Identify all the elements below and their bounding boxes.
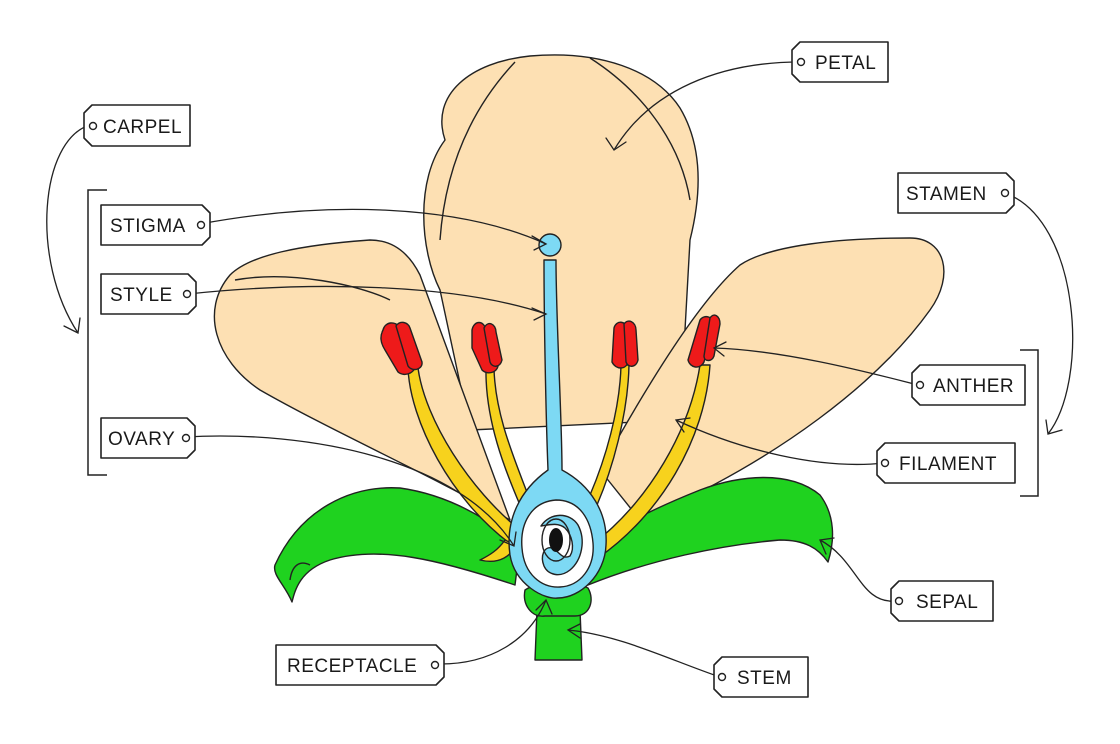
carpel-bracket: [87, 189, 107, 476]
stamen-bracket: [1020, 349, 1039, 497]
sepal-right: [587, 476, 834, 586]
ovule: [549, 528, 563, 552]
label-receptacle: RECEPTACLE: [275, 644, 445, 686]
label-receptacle-text: RECEPTACLE: [287, 656, 417, 677]
stigma-tip: [538, 233, 562, 257]
label-stigma-text: STIGMA: [110, 216, 186, 237]
sepal-left: [273, 487, 521, 603]
label-stem: STEM: [713, 656, 809, 698]
label-stigma: STIGMA: [100, 204, 211, 246]
label-style-text: STYLE: [110, 285, 173, 306]
label-carpel: CARPEL: [83, 104, 191, 147]
label-style: STYLE: [100, 273, 197, 315]
sepals: [273, 476, 834, 603]
label-ovary: OVARY: [100, 417, 196, 459]
anthers: [380, 314, 721, 376]
label-filament: FILAMENT: [876, 442, 1016, 484]
label-anther: ANTHER: [911, 364, 1026, 406]
brackets: [87, 189, 1039, 497]
label-ovary-text: OVARY: [108, 429, 175, 450]
label-stamen: STAMEN: [897, 172, 1015, 214]
label-sepal-text: SEPAL: [916, 592, 978, 613]
label-stem-text: STEM: [737, 668, 792, 689]
label-anther-text: ANTHER: [933, 376, 1014, 397]
leader-lines: [46, 61, 1074, 678]
label-petal-text: PETAL: [815, 53, 876, 74]
label-stamen-text: STAMEN: [906, 184, 987, 205]
label-filament-text: FILAMENT: [899, 454, 997, 475]
label-petal: PETAL: [791, 41, 889, 83]
label-sepal: SEPAL: [890, 580, 994, 622]
label-carpel-text: CARPEL: [103, 117, 182, 138]
carpel: [508, 233, 607, 599]
petals: [213, 54, 945, 521]
